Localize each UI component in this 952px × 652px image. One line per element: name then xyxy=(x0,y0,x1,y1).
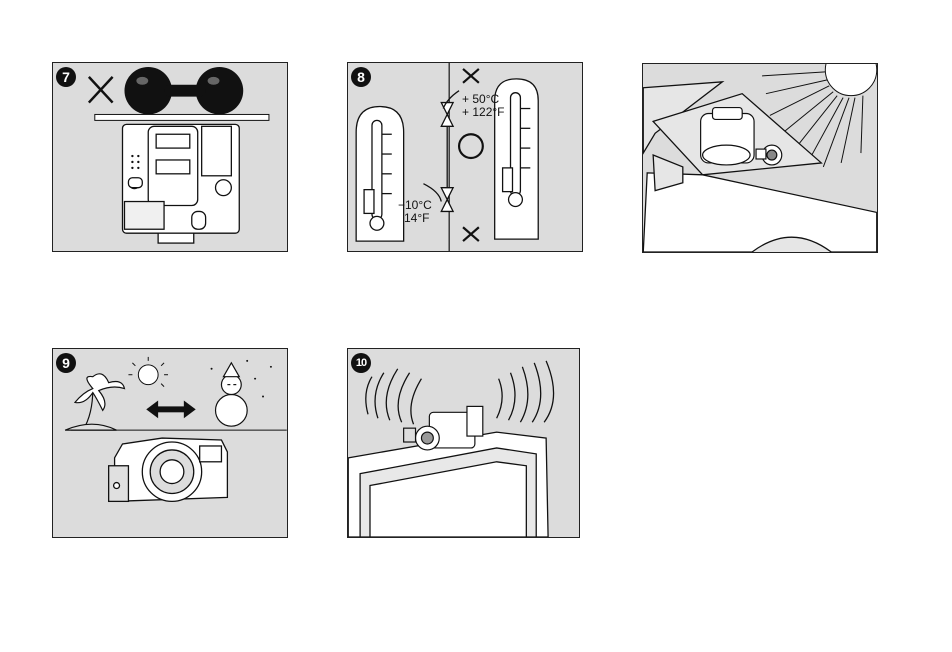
double-arrow-icon xyxy=(146,400,195,418)
cross-icon xyxy=(89,77,113,103)
illustration-panel-7: 7 xyxy=(52,62,288,252)
thermometer-hot-icon xyxy=(495,79,539,239)
cross-icon xyxy=(463,227,479,241)
car-icon xyxy=(643,82,877,252)
dumbbell-icon xyxy=(124,67,243,114)
sun-icon xyxy=(128,357,168,387)
illustration-panel-10: 10 xyxy=(347,348,580,538)
camera-icon xyxy=(123,124,240,243)
camera-in-hot-car-illustration xyxy=(643,64,877,252)
palm-tree-icon xyxy=(65,374,124,430)
camera-icon xyxy=(109,438,228,501)
illustration-panel-9: 9 xyxy=(52,348,288,538)
thermometer-cold-icon xyxy=(356,107,403,242)
min-temp-fahrenheit: 14°F xyxy=(404,212,429,225)
ok-circle-icon xyxy=(459,134,483,158)
camera-icon xyxy=(404,406,483,450)
illustration-panel-sun-car xyxy=(642,63,878,253)
illustration-panel-8: 8 + 50°C xyxy=(347,62,583,252)
weight-on-camera-illustration xyxy=(53,63,287,251)
range-arrow-icon xyxy=(423,91,459,212)
magnetic-field-illustration xyxy=(348,349,579,537)
max-temp-fahrenheit: + 122°F xyxy=(462,106,505,119)
cross-icon xyxy=(463,69,479,83)
sudden-temperature-change-illustration xyxy=(53,349,287,537)
snowman-icon xyxy=(211,360,272,426)
